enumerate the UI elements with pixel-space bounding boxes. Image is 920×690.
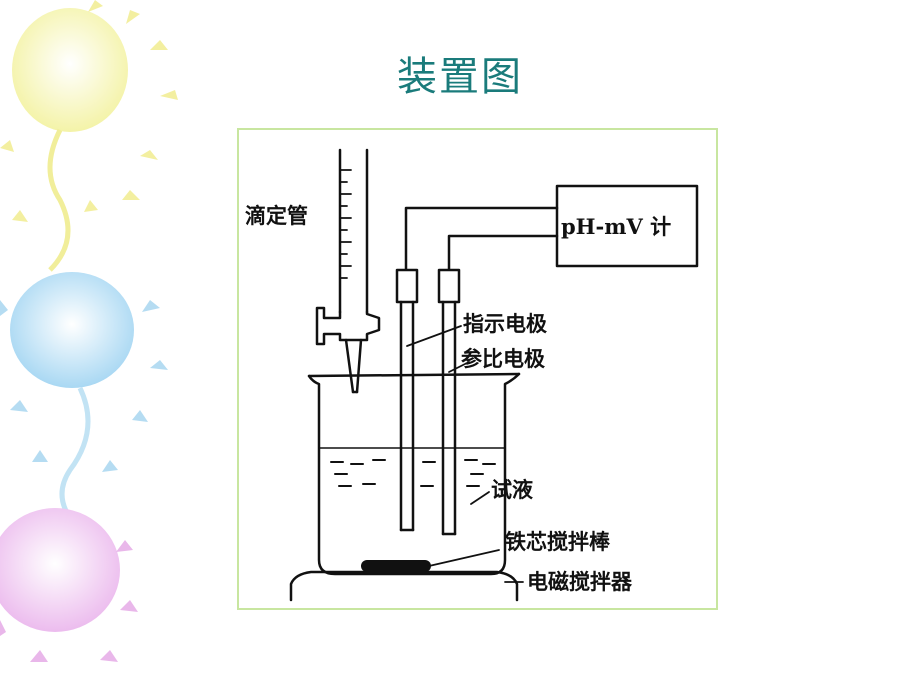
beaker-drawing bbox=[307, 372, 521, 576]
stir-bar-drawing bbox=[361, 560, 431, 572]
leader-lines bbox=[406, 325, 524, 583]
solution-dashes bbox=[330, 459, 496, 487]
label-magnetic-stirrer: 电磁搅拌器 bbox=[527, 570, 632, 594]
label-meter: pH-mV 计 bbox=[561, 214, 672, 239]
ph-mv-meter bbox=[555, 184, 699, 268]
electrode-wires bbox=[404, 206, 559, 272]
reference-electrode-drawing bbox=[437, 268, 461, 536]
magnetic-stirrer-drawing bbox=[289, 570, 519, 602]
label-burette: 滴定管 bbox=[245, 204, 308, 228]
label-indicator-electrode: 指示电极 bbox=[463, 312, 547, 336]
burette-drawing bbox=[315, 148, 381, 394]
label-stir-bar: 铁芯搅拌棒 bbox=[505, 530, 610, 554]
slide-title: 装置图 bbox=[397, 54, 523, 100]
yellow-balloon bbox=[0, 0, 178, 272]
purple-balloon bbox=[0, 508, 138, 662]
label-test-solution: 试液 bbox=[491, 478, 533, 502]
label-reference-electrode: 参比电极 bbox=[461, 347, 545, 371]
indicator-electrode-drawing bbox=[395, 268, 419, 532]
blue-balloon bbox=[0, 272, 168, 532]
titration-apparatus-diagram: 滴定管 pH-mV 计 指示电极 参比电极 试液 铁芯搅拌棒 电磁搅拌器 bbox=[237, 128, 718, 610]
apparatus-drawing bbox=[289, 148, 699, 602]
decorative-balloons bbox=[0, 0, 178, 662]
